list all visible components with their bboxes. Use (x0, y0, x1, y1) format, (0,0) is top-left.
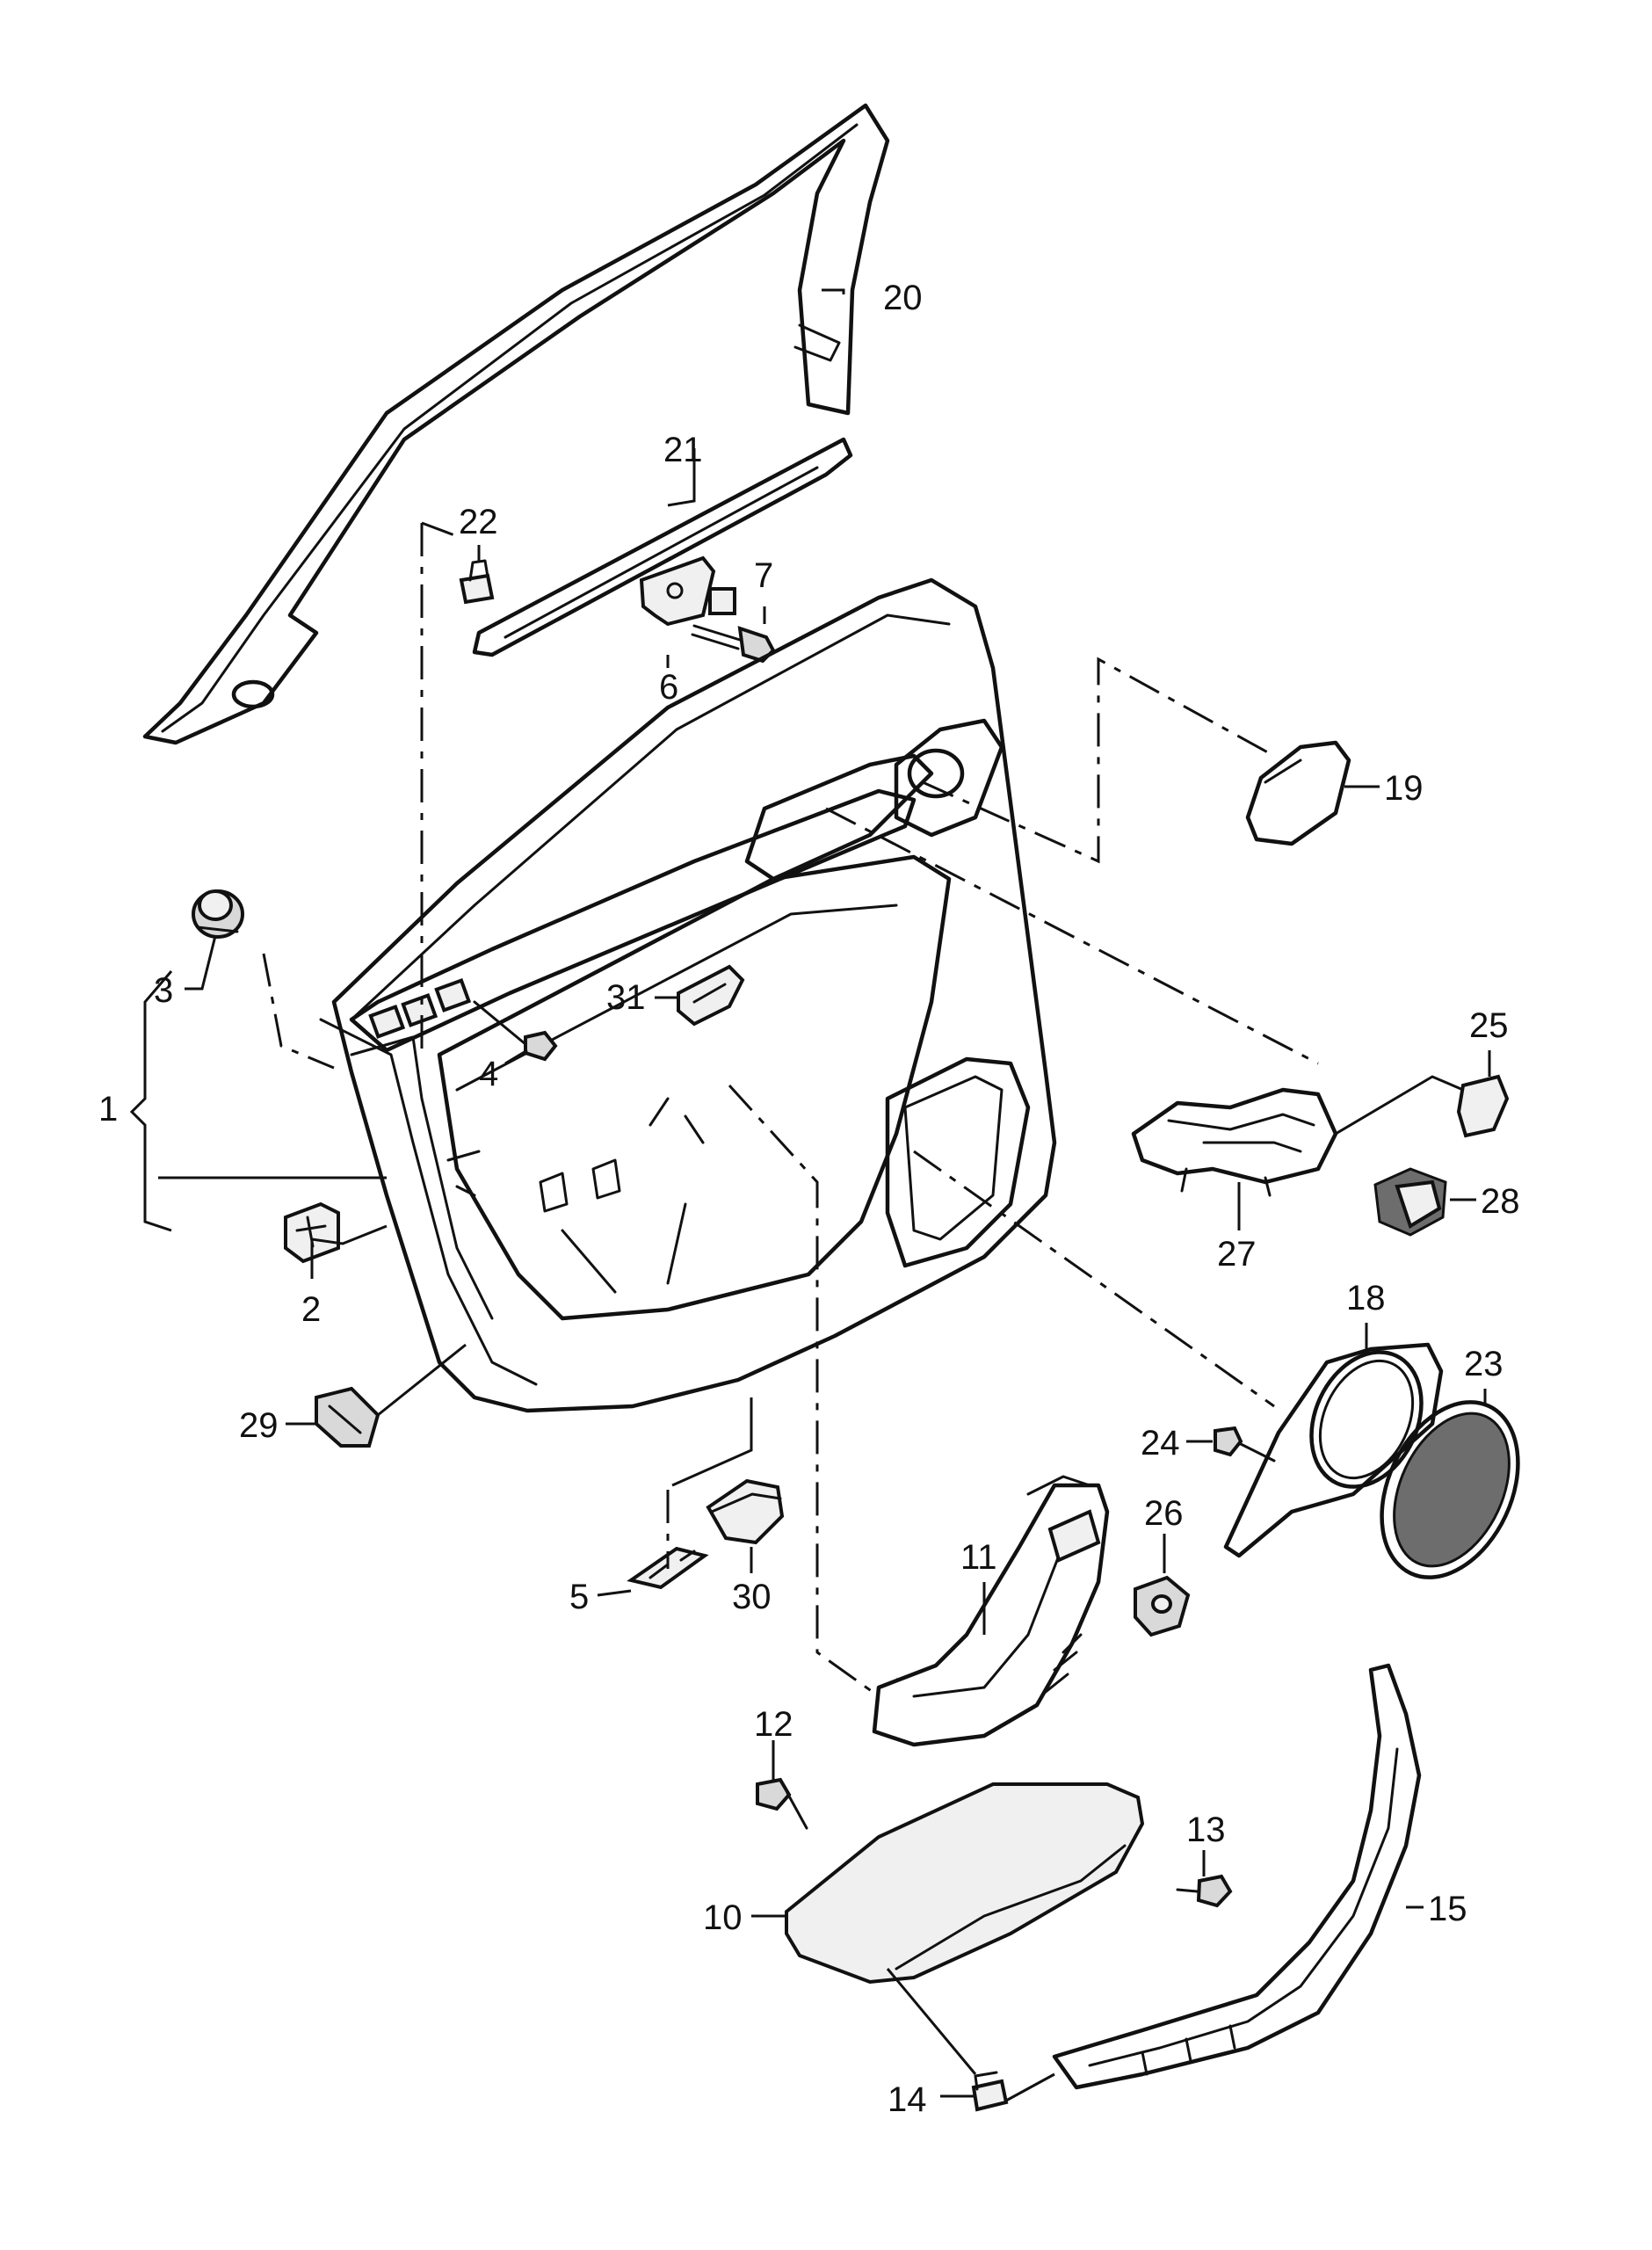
part-14-clip (971, 2071, 1009, 2112)
callout-21: 21 (663, 431, 703, 469)
callout-28: 28 (1481, 1182, 1520, 1221)
callout-5: 5 (569, 1578, 589, 1616)
callout-11: 11 (960, 1538, 997, 1577)
callout-4: 4 (479, 1055, 498, 1093)
part-3-retainer-clip (192, 889, 244, 939)
part-2-cap (284, 1201, 340, 1264)
part-23-speaker-grille (1380, 1400, 1520, 1579)
callout-20: 20 (883, 279, 923, 317)
callout-19: 19 (1384, 769, 1424, 808)
part-31-cover (677, 964, 745, 1027)
part-26-clip (1134, 1575, 1191, 1637)
callout-22: 22 (459, 503, 498, 541)
callout-1: 1 (98, 1090, 118, 1129)
callout-3: 3 (154, 971, 173, 1010)
part-15-trim-strip (1052, 1663, 1422, 2090)
part-30-switch (706, 1478, 785, 1545)
part-29-courtesy-light (315, 1386, 380, 1448)
part-22-clip (459, 559, 495, 605)
part-28-switch (1373, 1167, 1447, 1237)
callout-labels: 20 21 22 7 6 19 3 1 31 4 25 28 27 2 18 2… (98, 279, 1520, 2119)
callout-14: 14 (888, 2080, 927, 2119)
part-21-window-strip (472, 437, 853, 657)
callout-12: 12 (754, 1705, 793, 1744)
part-6-bracket (639, 555, 736, 627)
callout-7: 7 (754, 556, 773, 595)
callout-26: 26 (1144, 1494, 1184, 1533)
assembly-lines (262, 521, 1319, 1698)
part-7-screw (691, 624, 776, 664)
part-10-armrest-pad (785, 1782, 1145, 1985)
callout-27: 27 (1217, 1235, 1257, 1274)
callout-30: 30 (732, 1578, 772, 1616)
callout-2: 2 (301, 1290, 321, 1329)
part-27-door-handle (1131, 1087, 1338, 1197)
part-20-window-seal (142, 103, 890, 745)
callout-15: 15 (1428, 1890, 1467, 1928)
callout-18: 18 (1346, 1279, 1386, 1317)
part-19-cover-cap (1245, 740, 1351, 846)
callout-24: 24 (1141, 1424, 1180, 1462)
part-11-armrest-insert (872, 1475, 1110, 1747)
callout-31: 31 (606, 978, 646, 1017)
callout-6: 6 (659, 668, 678, 707)
part-1-door-panel (319, 577, 1057, 1413)
part-12-screw (756, 1777, 808, 1830)
callout-29: 29 (239, 1406, 279, 1445)
part-18-speaker-trim (1223, 1342, 1444, 1558)
part-13-screw (1176, 1874, 1233, 1908)
callout-13: 13 (1186, 1811, 1226, 1849)
callout-23: 23 (1464, 1345, 1503, 1383)
callout-25: 25 (1469, 1006, 1509, 1045)
leader-lines (129, 288, 1491, 2102)
callout-10: 10 (703, 1898, 743, 1937)
part-24-screw (1214, 1426, 1276, 1462)
part-25-cover (1456, 1074, 1510, 1138)
